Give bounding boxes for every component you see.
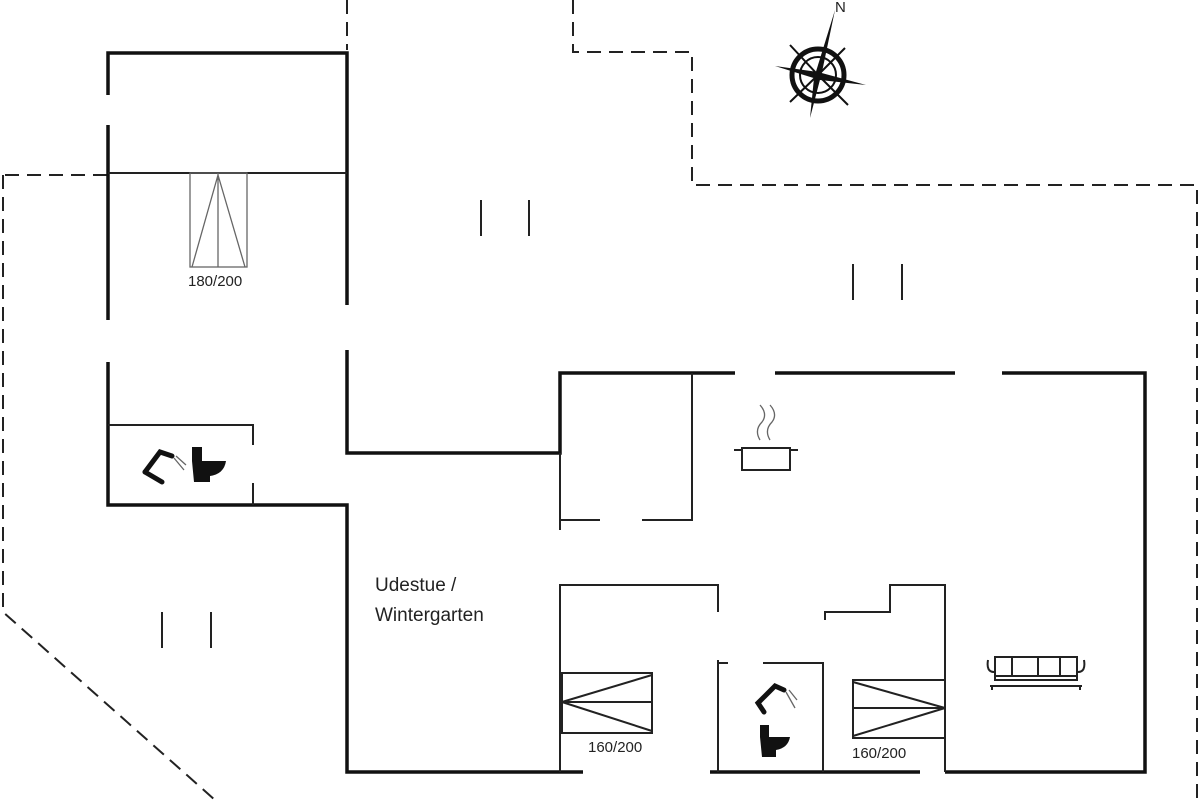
bed-size-label: 180/200 (188, 273, 242, 290)
cooking-pot-icon (734, 404, 798, 471)
walls (106, 51, 1147, 774)
toilet-icon (192, 447, 226, 482)
bed-size-label: 160/200 (588, 739, 642, 756)
shower-icon (142, 449, 187, 485)
bed-160-200-right (852, 679, 946, 739)
bed-160-200-left (561, 672, 653, 734)
room-label-udestue: Udestue / (375, 575, 457, 596)
toilet-icon (760, 725, 790, 757)
window-marks (161, 200, 903, 648)
compass-north-label: N (835, 0, 846, 16)
bed-size-label: 160/200 (852, 745, 906, 762)
compass-rose-icon (775, 10, 866, 118)
shower-icon (754, 683, 798, 715)
room-label-wintergarten: Wintergarten (375, 605, 484, 626)
bed-180-200 (189, 172, 248, 268)
sofa-icon (986, 656, 1086, 690)
